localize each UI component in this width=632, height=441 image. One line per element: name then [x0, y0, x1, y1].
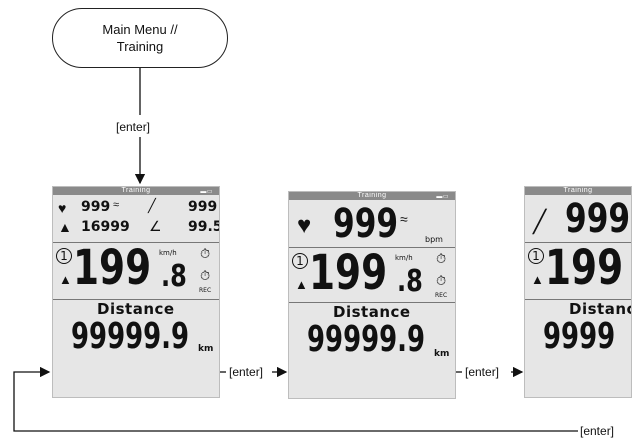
edge-label-enter-1: [enter]: [229, 365, 264, 379]
speed-unit: km/h: [159, 249, 177, 257]
distance-unit: km: [434, 349, 450, 359]
arrow-loop-back: [13, 366, 578, 432]
riding-icon: ▲: [295, 277, 308, 292]
speed-unit: km/h: [395, 254, 413, 262]
hr-trend-icon: ≈: [113, 199, 120, 211]
heart-icon: ♥: [58, 200, 67, 216]
stopwatch-icon: ⏱: [200, 268, 211, 283]
device-screen-3: Training ╱ 999 1 199 ▲ Distanc 9999: [524, 186, 632, 398]
speed-decimal: .8: [161, 259, 187, 294]
edge-label-enter-back: [enter]: [580, 424, 615, 438]
device-screen-1: Training ▬▭ ♥ 999 ≈ ╱ 999 ▲ 16999 ∠ 99.5…: [52, 186, 220, 398]
divider: [53, 242, 219, 243]
edge-label-enter-2: [enter]: [465, 365, 500, 379]
speed-value: 199: [73, 240, 152, 296]
rec-label: REC: [199, 287, 212, 294]
heart-rate-value: 999: [81, 199, 111, 215]
lap-number: 1: [56, 248, 72, 264]
hr-trend-icon: ≈: [400, 211, 408, 227]
hr-unit: bpm: [425, 235, 443, 244]
timer-icon: ⏱: [436, 251, 447, 266]
rec-label: REC: [435, 292, 448, 299]
edge-label-enter-down: [enter]: [116, 120, 151, 134]
speed-decimal: .8: [397, 264, 423, 299]
altitude-value: 999: [188, 199, 218, 215]
grade-value: 99.5: [188, 219, 220, 235]
device-screen-2: Training ▬▭ ♥ 999 ≈ bpm 1 199 km/h .8 ⏱ …: [288, 191, 456, 399]
screen-title: Training: [121, 187, 151, 194]
battery-icon: ▬▭: [436, 194, 449, 200]
battery-icon: ▬▭: [200, 189, 213, 195]
divider: [525, 299, 631, 300]
divider: [289, 302, 455, 303]
distance-value: 99999.9: [307, 319, 426, 360]
altitude-step-icon: ╱: [148, 198, 156, 213]
distance-label: Distance: [97, 300, 175, 318]
status-bar: Training: [525, 187, 631, 195]
heart-icon: ♥: [297, 212, 312, 239]
distance-value: 99999.9: [71, 316, 190, 357]
lap-number: 1: [292, 253, 308, 269]
distance-unit: km: [198, 344, 214, 354]
divider: [289, 247, 455, 248]
divider: [525, 242, 631, 243]
elevation-value: 16999: [81, 219, 130, 235]
distance-label: Distanc: [569, 300, 632, 318]
distance-label: Distance: [333, 303, 411, 321]
riding-icon: ▲: [59, 272, 72, 287]
screen-title: Training: [357, 192, 387, 199]
divider: [53, 299, 219, 300]
riding-icon: ▲: [531, 272, 544, 287]
lap-number: 1: [528, 248, 544, 264]
screen-title: Training: [563, 187, 593, 194]
elevation-icon: ▲: [58, 219, 72, 235]
altitude-step-icon: ╱: [533, 209, 547, 234]
start-node-label: Main Menu // Training: [102, 22, 178, 54]
status-bar: Training ▬▭: [53, 187, 219, 195]
status-bar: Training ▬▭: [289, 192, 455, 200]
timer-icon: ⏱: [200, 246, 211, 261]
distance-value: 9999: [543, 316, 616, 357]
speed-value: 199: [545, 240, 624, 296]
stopwatch-icon: ⏱: [436, 273, 447, 288]
grade-icon: ∠: [149, 218, 162, 234]
heart-rate-value: 999: [333, 201, 399, 247]
speed-value: 199: [309, 245, 388, 301]
start-node-main-menu-training: Main Menu // Training: [52, 8, 228, 68]
altitude-value: 999: [565, 196, 631, 242]
